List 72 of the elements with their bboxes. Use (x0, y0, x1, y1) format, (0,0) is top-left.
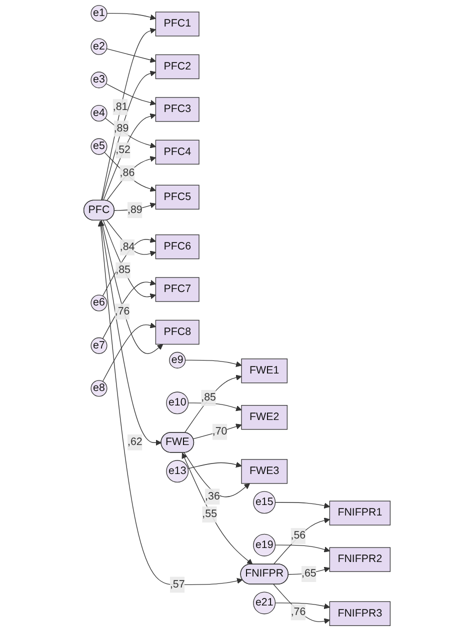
edge-label: ,89 (128, 204, 142, 216)
node-circle: e3 (90, 72, 108, 88)
node-circle: e8 (90, 380, 108, 397)
node-circle: e5 (90, 138, 108, 155)
arrow (104, 118, 156, 148)
node-circle: e7 (90, 337, 108, 354)
arrow (273, 584, 330, 624)
arrow (101, 28, 156, 201)
arrow (106, 220, 156, 256)
node-box: PFC7 (155, 277, 200, 302)
node-box: FNIFPR3 (329, 601, 391, 626)
edge-label: ,52 (116, 144, 130, 156)
edge-label: ,84 (120, 241, 135, 253)
arrow (102, 220, 156, 300)
arrow (98, 220, 162, 446)
node-circle: e1 (90, 5, 108, 22)
edge-label: ,70 (212, 426, 228, 438)
arrow (106, 83, 156, 106)
arrow (184, 452, 250, 498)
edge-label: ,76 (114, 306, 130, 317)
arrow (188, 402, 242, 412)
arrow (182, 452, 253, 565)
edge-label: ,36 (205, 490, 220, 502)
node-circle: e13 (166, 460, 189, 483)
node-box: FWE2 (241, 405, 288, 430)
edge-label: ,85 (201, 392, 216, 404)
node-box: FNIFPR2 (329, 547, 391, 572)
arrow (102, 280, 156, 340)
arrow (274, 502, 330, 509)
edge-label: ,81 (112, 101, 128, 112)
arrow (184, 374, 242, 434)
arrow (102, 322, 156, 382)
node-box: FWE1 (241, 358, 288, 384)
node-circle: e10 (166, 392, 189, 414)
edge-label: ,89 (114, 122, 129, 134)
arrow (106, 156, 156, 202)
arrow (102, 70, 156, 201)
node-box: PFC2 (155, 54, 200, 80)
edge-label: ,57 (170, 578, 185, 590)
edge-label: ,55 (202, 508, 218, 520)
edge-label: ,65 (301, 568, 316, 580)
edge-label: ,56 (290, 530, 306, 542)
node-box: FWE3 (241, 459, 288, 484)
arrow (274, 602, 330, 610)
arrow (106, 48, 156, 63)
node-box: FNIFPR1 (329, 500, 391, 526)
node-circle: e15 (253, 491, 276, 514)
node-circle: e21 (253, 592, 276, 614)
edge-label: ,86 (120, 167, 135, 179)
arrow (188, 462, 242, 470)
arrow (184, 360, 242, 368)
arrow (102, 113, 156, 201)
arrow (102, 237, 156, 296)
node-box: PFC4 (155, 140, 200, 165)
arrow (274, 544, 330, 552)
node-box: PFC3 (155, 97, 200, 122)
arrow (273, 518, 330, 565)
arrow (104, 152, 156, 192)
node-box: PFC1 (155, 12, 200, 36)
node-circle: e19 (253, 534, 276, 556)
node-box: PFC8 (155, 320, 200, 345)
node-box: PFC5 (155, 184, 200, 210)
edge-label: ,85 (116, 264, 130, 276)
node-circle: e9 (169, 352, 186, 368)
node-box: PFC6 (155, 234, 200, 260)
arrow (101, 220, 164, 354)
node-circle: e4 (90, 104, 108, 122)
edge-label: ,76 (290, 606, 306, 618)
node-circle: e6 (90, 294, 108, 312)
edge-label: ,62 (128, 436, 142, 448)
arrow (106, 13, 156, 20)
node-circle: e2 (90, 38, 108, 55)
